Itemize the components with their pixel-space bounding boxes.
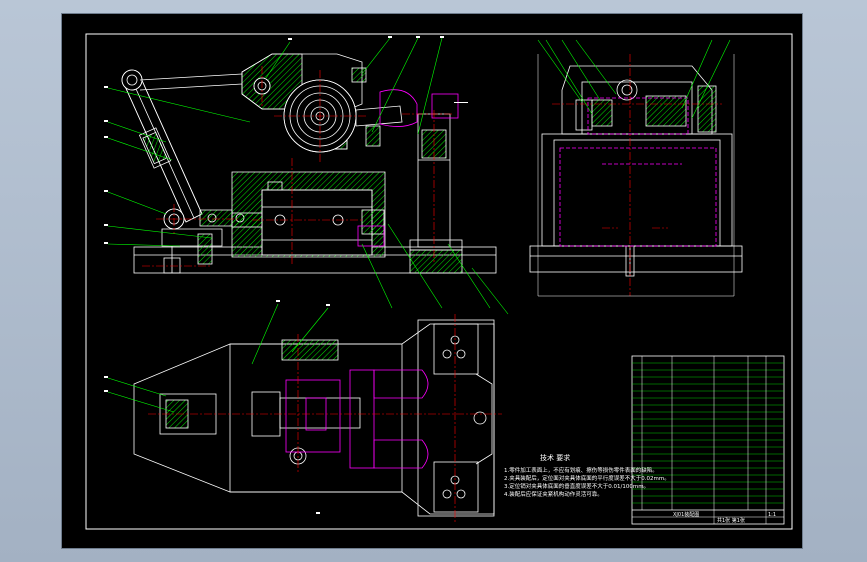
top-view-hidden <box>285 369 429 469</box>
side-view-dims <box>537 54 735 297</box>
leader-lines <box>107 37 731 413</box>
title-block-scale: 1:1 <box>768 512 776 518</box>
balloon-marks <box>104 36 468 514</box>
front-view-hidden <box>357 89 459 247</box>
top-view <box>133 319 495 517</box>
tech-requirement-2: 2.夹具装配后，定位面对夹具体底面的平行度误差不大于0.02mm。 <box>504 474 670 482</box>
front-view <box>121 53 497 274</box>
tech-requirement-1: 1.零件加工表面上，不应有划痕、擦伤等损伤零件表面的缺陷。 <box>504 466 658 474</box>
tech-requirement-4: 4.装配后应保证夹紧机构动作灵活可靠。 <box>504 490 603 498</box>
tech-requirement-3: 3.定位销对夹具体底面的垂直度误差不大于0.01/100mm。 <box>504 482 649 490</box>
tech-requirements-title: 技术 要求 <box>540 453 570 462</box>
side-view <box>529 65 743 277</box>
drawing-border <box>85 33 793 530</box>
assembly-drawing: XJ01装配图 共1张 第1张 1:1 技术 要求 1.零件加工表面上，不应有划… <box>85 33 793 530</box>
drawing-sheet: XJ01装配图 共1张 第1张 1:1 技术 要求 1.零件加工表面上，不应有划… <box>62 14 802 548</box>
side-view-hidden <box>559 97 717 247</box>
side-view-centerlines <box>552 54 722 296</box>
technical-requirements: 技术 要求 1.零件加工表面上，不应有划痕、擦伤等损伤零件表面的缺陷。 2.夹具… <box>504 453 670 498</box>
bom-table: XJ01装配图 共1张 第1张 1:1 <box>631 355 785 525</box>
top-view-centerlines <box>148 314 502 522</box>
title-block-drawing-name: XJ01装配图 <box>673 511 699 518</box>
front-view-centerlines <box>142 66 452 267</box>
title-block-sheet: 共1张 第1张 <box>717 517 745 524</box>
